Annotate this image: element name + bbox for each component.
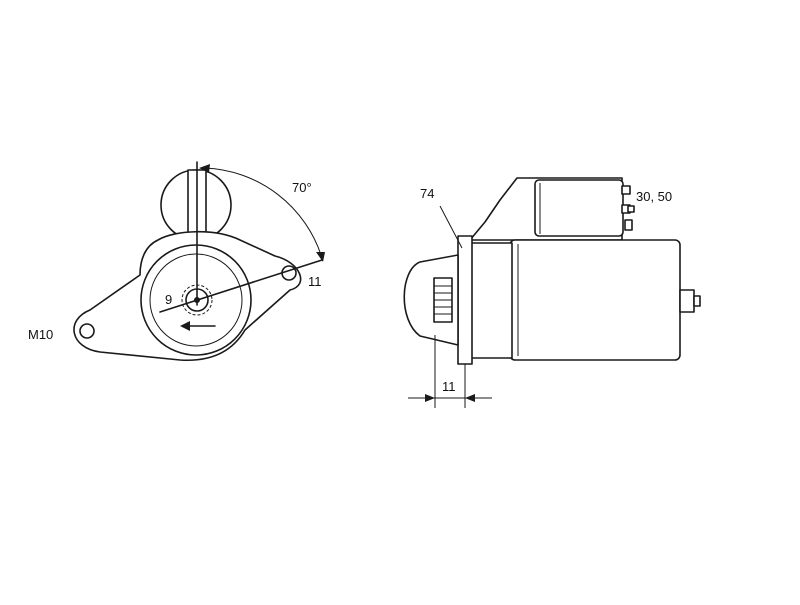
mount-hole-left [79, 323, 95, 339]
mount-hole-label: 11 [308, 274, 322, 289]
offset-arrow-right [465, 394, 475, 402]
angle-arc-head-start [199, 164, 210, 173]
offset-label: 11 [442, 379, 456, 394]
housing-inner-circle [149, 253, 243, 347]
front-view: 70° 11 M10 9 [28, 161, 325, 362]
angle-label: 70° [292, 180, 312, 195]
thread-label: M10 [28, 327, 53, 342]
flange-label: 74 [420, 186, 434, 201]
offset-arrow-left [425, 394, 435, 402]
terminal-50-lower [624, 219, 633, 231]
rear-stud [693, 295, 701, 307]
motor-body [509, 239, 681, 361]
solenoid-body [534, 179, 624, 237]
terminal-30 [621, 185, 631, 195]
rear-cap [679, 289, 695, 313]
teeth-label: 9 [165, 292, 172, 307]
angle-arc-head-end [316, 252, 325, 262]
drive-end-housing [469, 242, 513, 359]
rotation-arrow-head [180, 321, 190, 331]
terminals-label: 30, 50 [636, 189, 672, 204]
flange-leader-line [439, 205, 463, 249]
angled-axis [159, 259, 323, 313]
side-view: 74 30, 50 11 [403, 177, 701, 408]
terminal-50-tab [627, 205, 635, 213]
side-flange-plate [457, 235, 473, 365]
angle-arc [204, 167, 323, 259]
